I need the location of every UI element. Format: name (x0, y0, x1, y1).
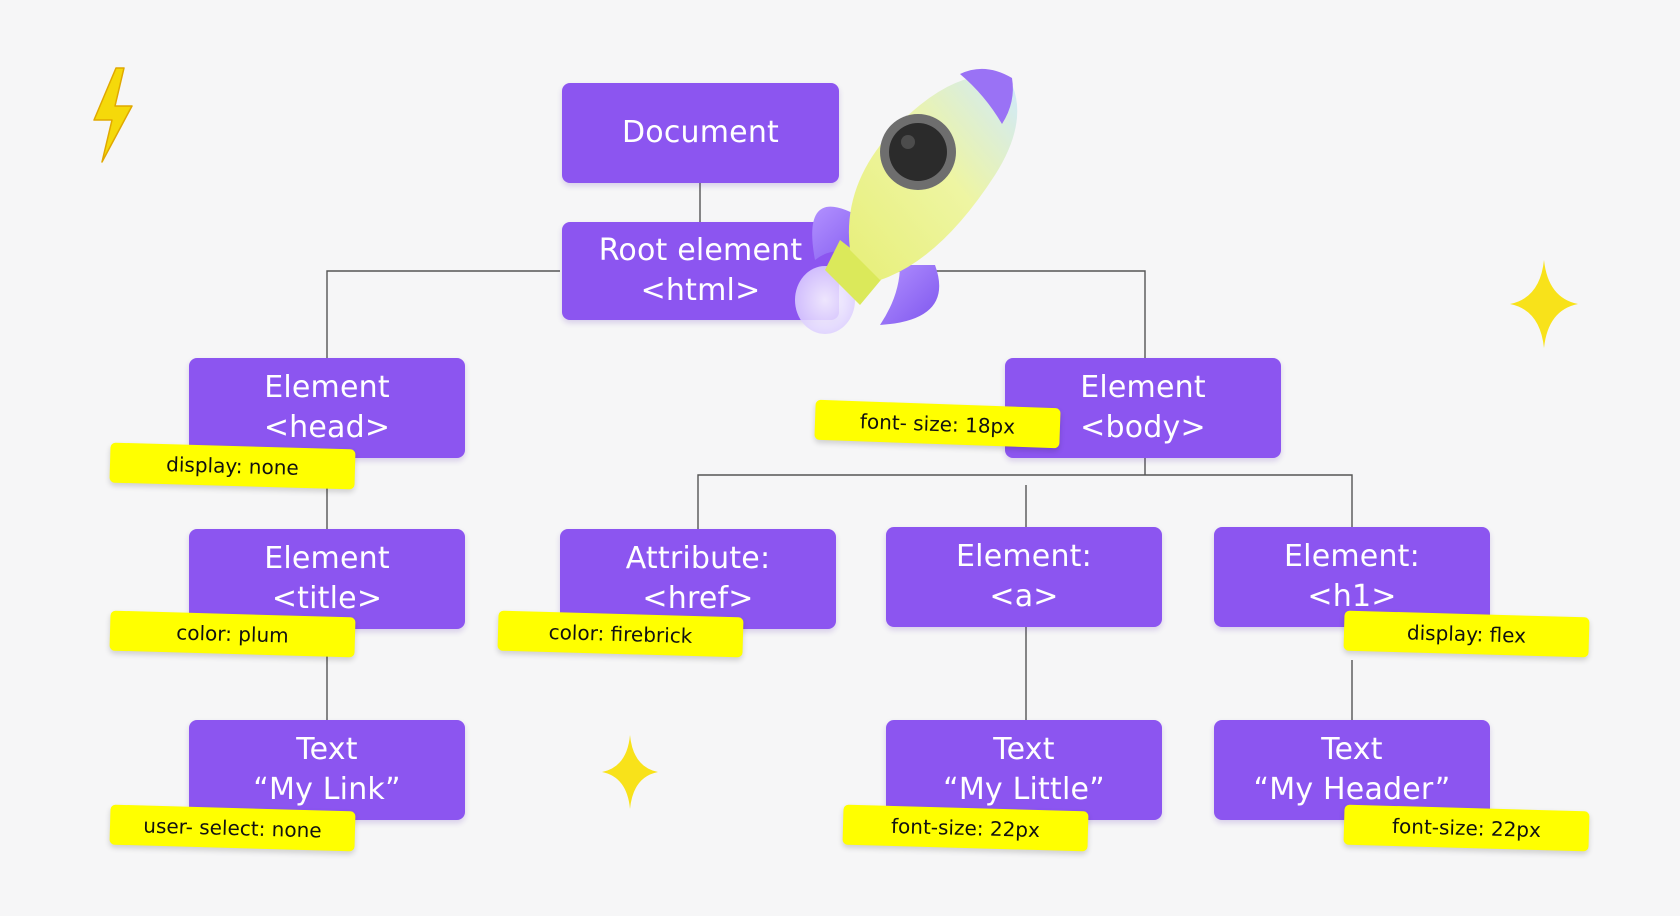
node-text-my-header: Text “My Header” (1214, 720, 1490, 820)
sparkle-icon (602, 735, 658, 809)
rocket-illustration (795, 68, 1018, 334)
node-root-tag: <html> (640, 273, 761, 308)
node-title: Element <title> (189, 529, 465, 629)
node-root-element: Root element <html> (562, 222, 839, 320)
node-attribute-href: Attribute: <href> (560, 529, 836, 629)
node-text-link-label: Text (296, 732, 358, 767)
node-head: Element <head> (189, 358, 465, 458)
node-body: Element <body> (1005, 358, 1281, 458)
tag-href-style: color: firebrick (497, 610, 744, 658)
connector-root-body (840, 270, 1146, 358)
node-text-my-link: Text “My Link” (189, 720, 465, 820)
node-h1-label: Element: (1284, 539, 1420, 574)
node-a-label: Element: (956, 539, 1092, 574)
node-text-little-label: Text (993, 732, 1055, 767)
node-title-tag: <title> (271, 581, 383, 616)
node-text-header-value: “My Header” (1253, 772, 1451, 807)
node-h1-tag: <h1> (1307, 579, 1397, 614)
rocket-porthole (889, 123, 947, 181)
node-text-my-little: Text “My Little” (886, 720, 1162, 820)
tag-h1-style: display: flex (1343, 610, 1590, 658)
node-head-tag: <head> (263, 410, 391, 445)
rocket-fin-right (880, 265, 940, 325)
tag-title-style: color: plum (109, 610, 356, 658)
connector-body-children (697, 474, 1353, 529)
tag-body-style: font- size: 18px (814, 399, 1061, 449)
node-body-label: Element (1080, 370, 1206, 405)
sparkle-icon (1510, 260, 1578, 348)
node-element-h1: Element: <h1> (1214, 527, 1490, 627)
node-text-link-value: “My Link” (253, 772, 401, 807)
node-text-header-label: Text (1321, 732, 1383, 767)
node-document: Document (562, 83, 839, 183)
connector-root-head (326, 270, 560, 358)
node-body-tag: <body> (1080, 410, 1206, 445)
node-a-tag: <a> (989, 579, 1059, 614)
node-element-a: Element: <a> (886, 527, 1162, 627)
node-text-little-value: “My Little” (943, 772, 1105, 807)
node-href-label: Attribute: (625, 541, 771, 576)
node-root-label: Root element (598, 233, 803, 268)
node-document-label: Document (621, 115, 780, 150)
lightning-bolt-icon (93, 67, 133, 163)
tag-text-header-style: font-size: 22px (1343, 804, 1590, 852)
rocket-nozzle (825, 240, 885, 305)
node-head-label: Element (264, 370, 390, 405)
node-title-label: Element (264, 541, 390, 576)
tag-head-style: display: none (109, 442, 356, 490)
node-href-tag: <href> (642, 581, 754, 616)
rocket-nose (960, 68, 1013, 124)
tag-text-link-style: user- select: none (109, 804, 356, 852)
tag-text-little-style: font-size: 22px (842, 804, 1089, 852)
